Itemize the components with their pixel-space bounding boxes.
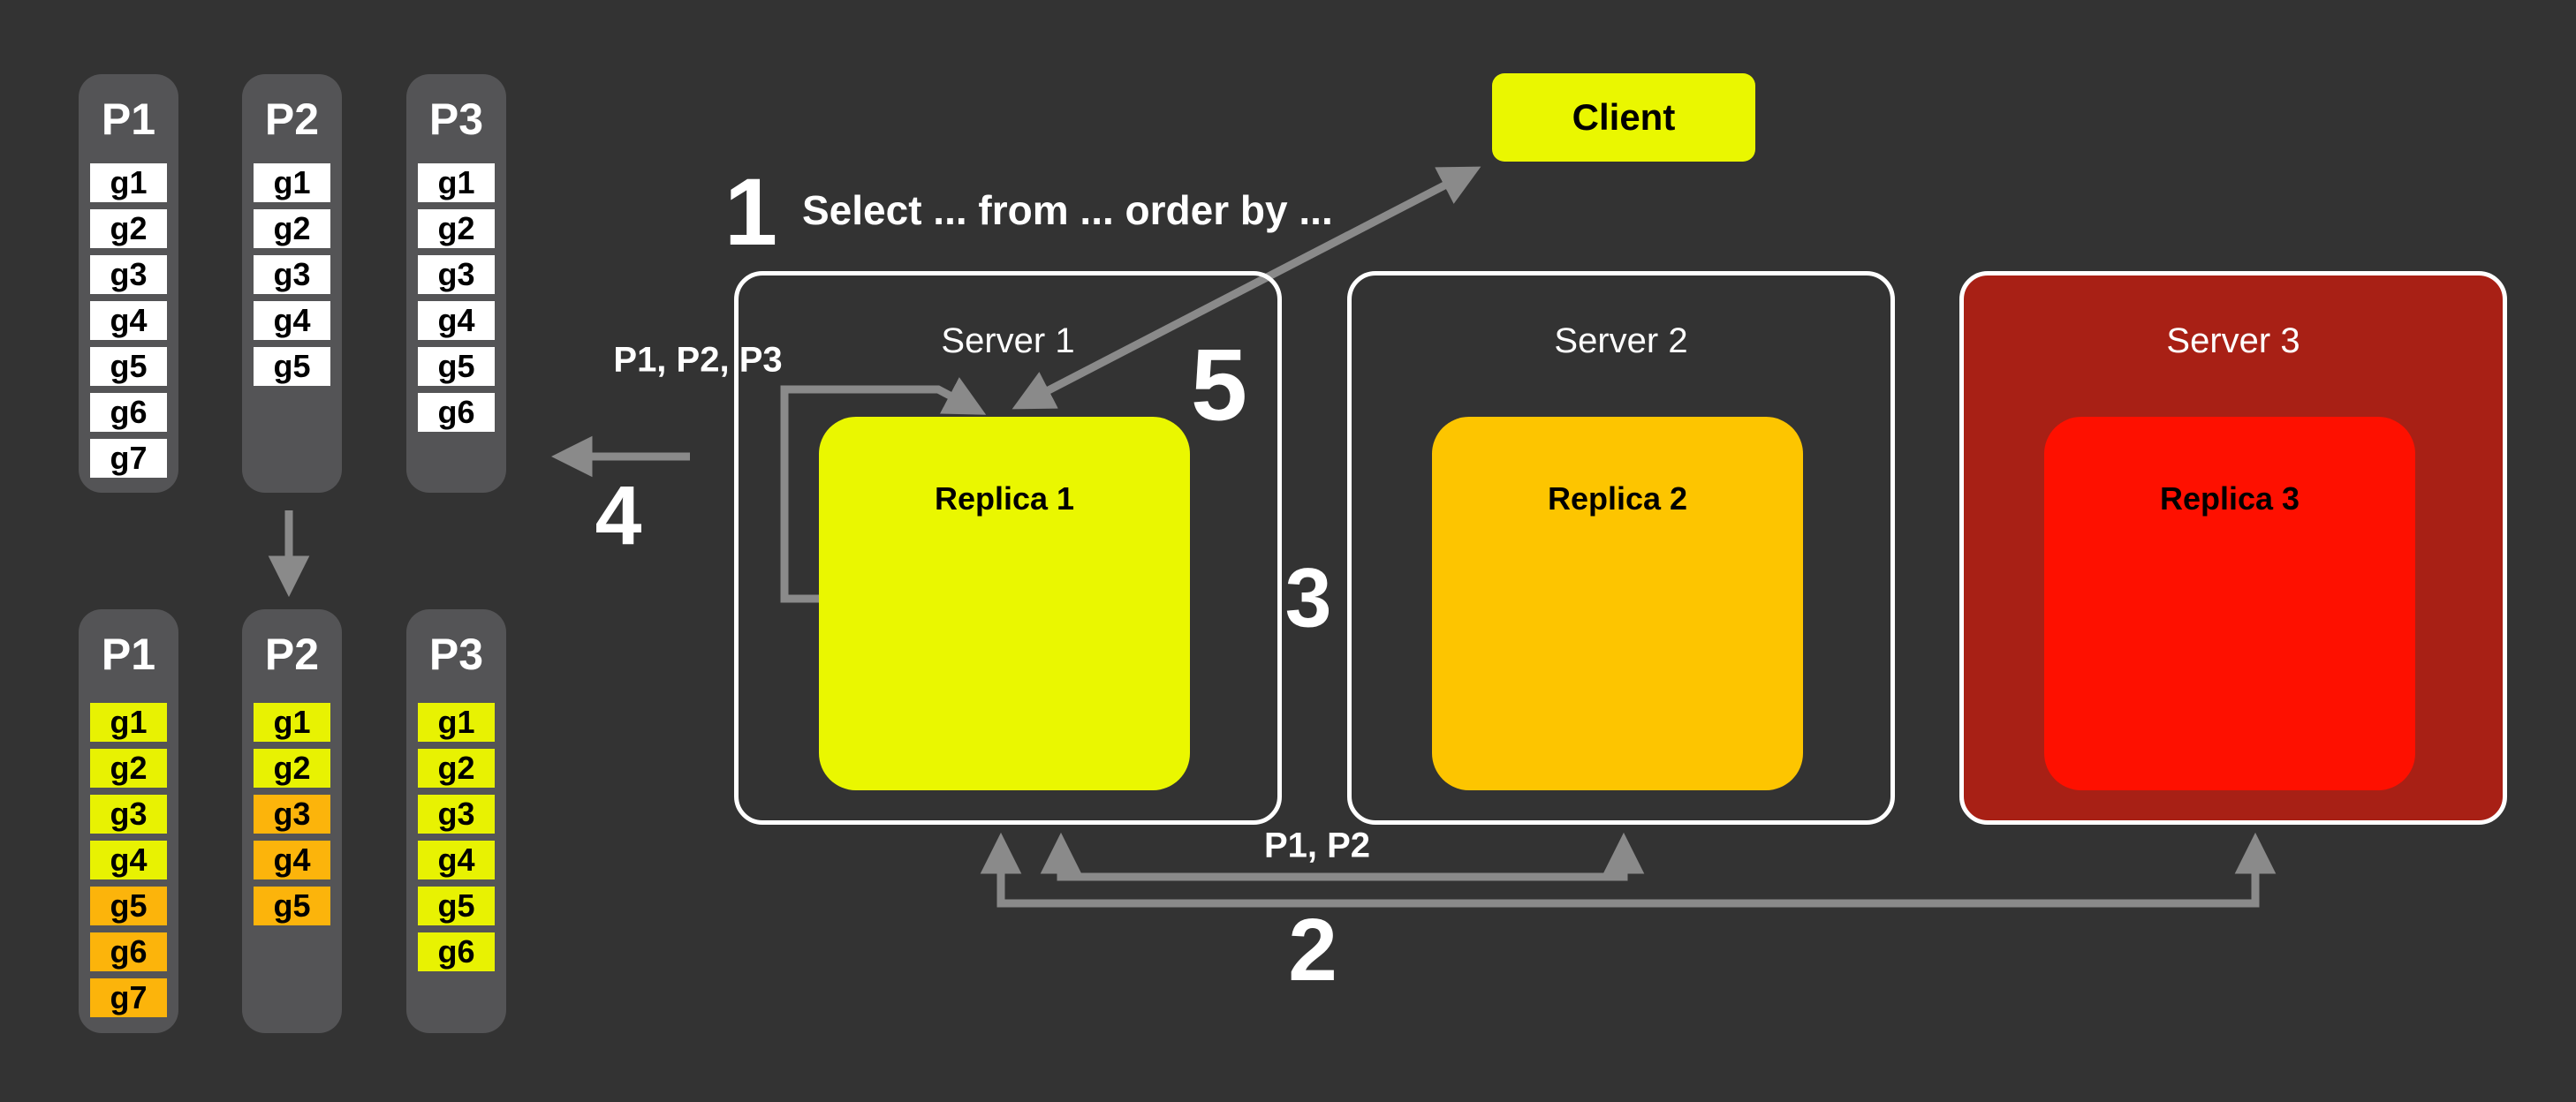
partition-cell: g5 [254,887,330,925]
partition-cell: g6 [90,932,167,971]
partition-cell: g4 [90,841,167,879]
partition-cell: g1 [254,703,330,742]
partition-cell: g1 [90,703,167,742]
partition-title: P2 [264,630,320,679]
partition-cell-list: g1 g2 g3 g4 g5 g6 g7 [90,703,167,1017]
partition-cell: g4 [254,301,330,340]
scatter-arrow-server3 [980,832,2277,908]
partition-cell: g1 [418,163,495,202]
partition-cell: g3 [254,795,330,834]
replica1-box: Replica 1 [819,417,1190,790]
scatter-arrow-server2 [1040,832,1645,881]
partition-column-p1-sorted: P1 g1 g2 g3 g4 g5 g6 g7 [79,609,178,1033]
partition-cell: g5 [418,887,495,925]
partition-cell: g4 [90,301,167,340]
server-name: Server 3 [2166,321,2300,360]
replica2-box: Replica 2 [1432,417,1803,790]
step3-number: 3 [1284,551,1332,645]
replica-label: Replica 2 [1547,480,1688,517]
partition-cell: g5 [254,347,330,386]
partition-cell: g5 [418,347,495,386]
partition-cell: g3 [418,795,495,834]
replica1-local-query-loop-arrow [780,377,987,603]
client-query-response-arrow [1011,166,1481,410]
server-name: Server 2 [1554,321,1688,360]
partition-cell: g1 [418,703,495,742]
partition-cell: g2 [90,209,167,248]
partition-column-p1-unsorted: P1 g1 g2 g3 g4 g5 g6 g7 [79,74,178,493]
partition-cell-list: g1 g2 g3 g4 g5 [254,703,330,925]
partition-cell-list: g1 g2 g3 g4 g5 g6 [418,163,495,432]
step2-partitions-label: P1, P2 [1263,826,1371,865]
partition-cell: g6 [418,393,495,432]
partition-title: P1 [101,94,156,144]
partition-title: P3 [428,630,484,679]
client-box: Client [1492,73,1755,162]
partition-cell: g3 [90,795,167,834]
step2-number: 2 [1288,901,1337,1000]
partition-cell: g6 [418,932,495,971]
client-label: Client [1572,96,1676,138]
partition-cell: g2 [90,749,167,788]
step1-query-text: Select ... from ... order by ... [802,187,1333,233]
partition-cell: g1 [254,163,330,202]
partition-cell: g7 [90,978,167,1017]
step5-number: 5 [1191,328,1247,442]
partition-cell: g2 [418,209,495,248]
server2-box: Server 2 Replica 2 [1347,271,1895,825]
partition-cell-list: g1 g2 g3 g4 g5 g6 [418,703,495,971]
partition-cell: g2 [418,749,495,788]
step4-number: 4 [595,469,642,563]
partition-cell: g3 [90,255,167,294]
partition-cell: g2 [254,209,330,248]
replica-label: Replica 3 [2159,480,2300,517]
replica-label: Replica 1 [934,480,1075,517]
partition-column-p3-unsorted: P3 g1 g2 g3 g4 g5 g6 [406,74,506,493]
partition-cell: g7 [90,439,167,478]
partition-cell-list: g1 g2 g3 g4 g5 [254,163,330,386]
partition-cell: g3 [254,255,330,294]
partition-cell: g4 [418,301,495,340]
server3-box: Server 3 Replica 3 [1959,271,2507,825]
partition-column-p2-sorted: P2 g1 g2 g3 g4 g5 [242,609,342,1033]
partition-cell: g5 [90,887,167,925]
partition-cell: g4 [418,841,495,879]
partition-cell-list: g1 g2 g3 g4 g5 g6 g7 [90,163,167,478]
server1-box: Server 1 Replica 1 [734,271,1282,825]
partition-cell: g5 [90,347,167,386]
partition-cell: g1 [90,163,167,202]
partition-title: P2 [264,94,320,144]
partition-title: P3 [428,94,484,144]
partition-cell: g6 [90,393,167,432]
replica3-box: Replica 3 [2044,417,2415,790]
partition-column-p3-sorted: P3 g1 g2 g3 g4 g5 g6 [406,609,506,1033]
partition-cell: g4 [254,841,330,879]
partition-column-p2-unsorted: P2 g1 g2 g3 g4 g5 [242,74,342,493]
step1-number: 1 [724,158,778,265]
partition-cell: g3 [418,255,495,294]
partition-cell: g2 [254,749,330,788]
step4-partitions-label: P1, P2, P3 [613,340,783,380]
partition-title: P1 [101,630,156,679]
